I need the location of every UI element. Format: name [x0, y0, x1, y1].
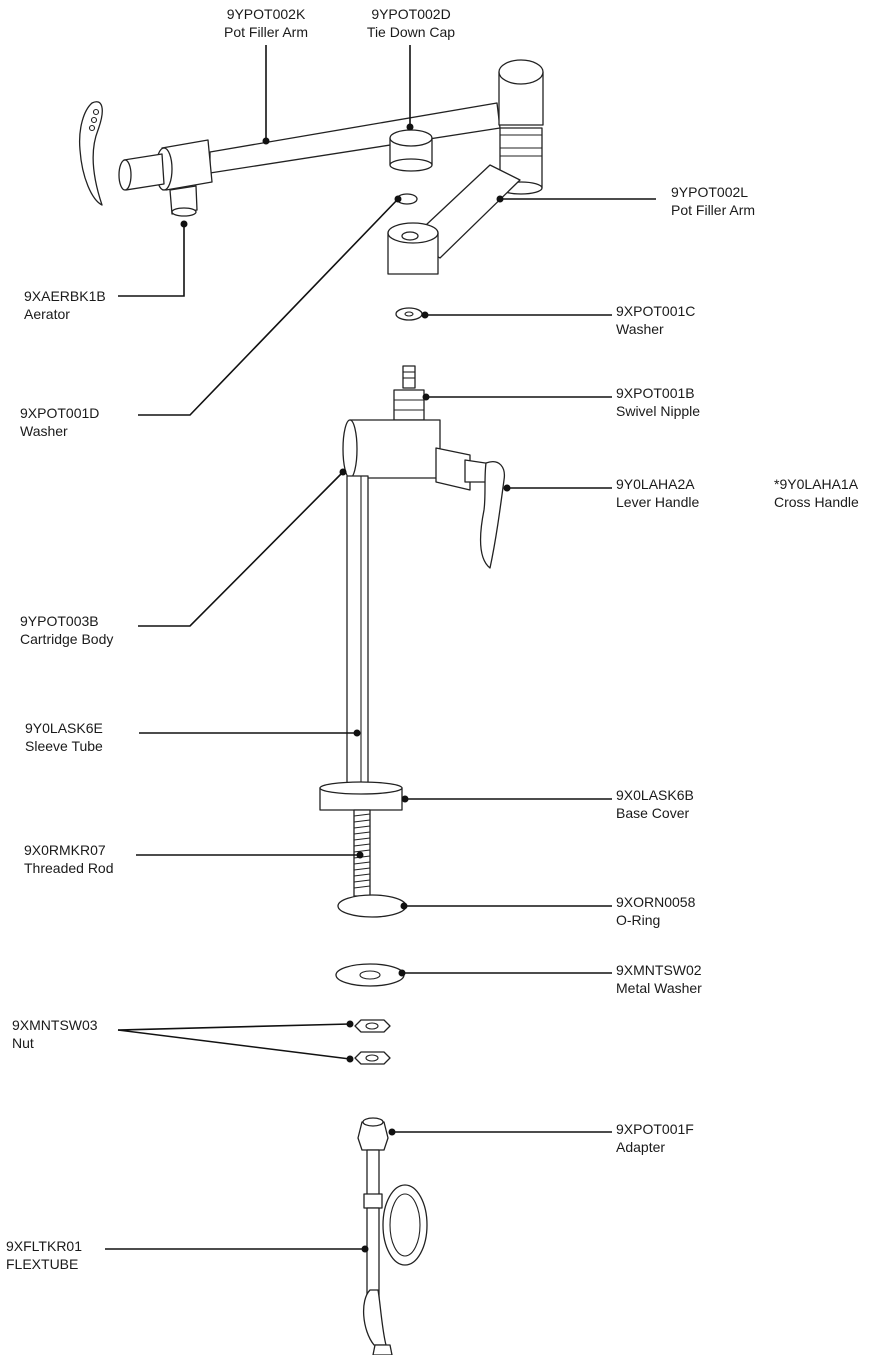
callout-swivel-nipple: 9XPOT001B Swivel Nipple: [616, 384, 700, 420]
part-name: Sleeve Tube: [25, 738, 103, 754]
part-name: Washer: [616, 321, 664, 337]
part-name: Pot Filler Arm: [671, 202, 756, 218]
part-name: Cross Handle: [774, 494, 859, 510]
part-code: 9XORN0058: [616, 894, 696, 910]
callout-washer-d: 9XPOT001D Washer: [20, 404, 99, 440]
part-code: 9XMNTSW03: [12, 1017, 98, 1033]
callout-lever-handle: 9Y0LAHA2A Lever Handle: [616, 475, 699, 511]
callout-cartridge-body: 9YPOT003B Cartridge Body: [20, 612, 113, 648]
part-name: Base Cover: [616, 805, 690, 821]
part-code: 9XFLTKR01: [6, 1238, 82, 1254]
sleeve-tube-part: [346, 475, 369, 803]
callout-pot-filler-arm-k: 9YPOT002K Pot Filler Arm: [210, 5, 322, 41]
part-name: FLEXTUBE: [6, 1256, 79, 1272]
part-name: Pot Filler Arm: [223, 24, 308, 40]
part-name: Cartridge Body: [20, 631, 114, 647]
callout-sleeve-tube: 9Y0LASK6E Sleeve Tube: [25, 719, 103, 755]
part-name: Threaded Rod: [24, 860, 114, 876]
part-code: *9Y0LAHA1A: [774, 476, 859, 492]
part-code: 9XPOT001F: [616, 1121, 694, 1137]
part-name: Aerator: [24, 306, 70, 322]
cartridge-body-part: [342, 419, 493, 491]
part-code: 9X0RMKR07: [24, 842, 106, 858]
washer-c-part: [395, 307, 423, 321]
part-code: 9YPOT002L: [671, 184, 749, 200]
arm-pivot-column: [498, 59, 544, 195]
callout-threaded-rod: 9X0RMKR07 Threaded Rod: [24, 841, 114, 877]
callout-cross-handle: *9Y0LAHA1A Cross Handle: [774, 475, 859, 511]
callout-aerator: 9XAERBK1B Aerator: [24, 287, 106, 323]
callout-base-cover: 9X0LASK6B Base Cover: [616, 786, 694, 822]
callout-washer-c: 9XPOT001C Washer: [616, 302, 695, 338]
pot-filler-arm-lower: [387, 164, 521, 275]
part-name: Washer: [20, 423, 68, 439]
part-code: 9Y0LASK6E: [25, 720, 103, 736]
part-name: Tie Down Cap: [366, 24, 456, 40]
part-code: 9X0LASK6B: [616, 787, 694, 803]
callout-o-ring: 9XORN0058 O-Ring: [616, 893, 695, 929]
part-name: Lever Handle: [616, 494, 700, 510]
leader-lines: [105, 45, 656, 1253]
part-name: O-Ring: [616, 912, 661, 928]
adapter-part: [357, 1117, 389, 1209]
part-code: 9XPOT001B: [616, 385, 695, 401]
part-code: 9XPOT001C: [616, 303, 696, 319]
nut-parts: [354, 1019, 391, 1065]
part-name: Nut: [12, 1035, 34, 1051]
callout-tie-down-cap: 9YPOT002D Tie Down Cap: [360, 5, 462, 41]
part-name: Swivel Nipple: [616, 403, 701, 419]
base-cover-part: [319, 781, 403, 811]
flextube-part: [363, 1184, 428, 1355]
callout-metal-washer: 9XMNTSW02 Metal Washer: [616, 961, 702, 997]
part-code: 9XAERBK1B: [24, 288, 106, 304]
callout-adapter: 9XPOT001F Adapter: [616, 1120, 694, 1156]
part-name: Metal Washer: [616, 980, 702, 996]
callout-flextube: 9XFLTKR01 FLEXTUBE: [6, 1237, 82, 1273]
swivel-nipple-part: [393, 365, 425, 421]
part-code: 9Y0LAHA2A: [616, 476, 695, 492]
part-code: 9YPOT002D: [371, 6, 451, 22]
o-ring-part: [337, 894, 407, 918]
part-code: 9XMNTSW02: [616, 962, 702, 978]
part-code: 9XPOT001D: [20, 405, 100, 421]
part-name: Adapter: [616, 1139, 666, 1155]
part-code: 9YPOT003B: [20, 613, 99, 629]
callout-nut: 9XMNTSW03 Nut: [12, 1016, 98, 1052]
part-code: 9YPOT002K: [226, 6, 306, 22]
tie-down-cap: [389, 129, 433, 172]
pot-filler-arm-upper: [78, 101, 501, 217]
metal-washer-part: [335, 963, 405, 987]
lever-handle-part: [479, 461, 506, 569]
callout-pot-filler-arm-l: 9YPOT002L Pot Filler Arm: [671, 183, 755, 219]
